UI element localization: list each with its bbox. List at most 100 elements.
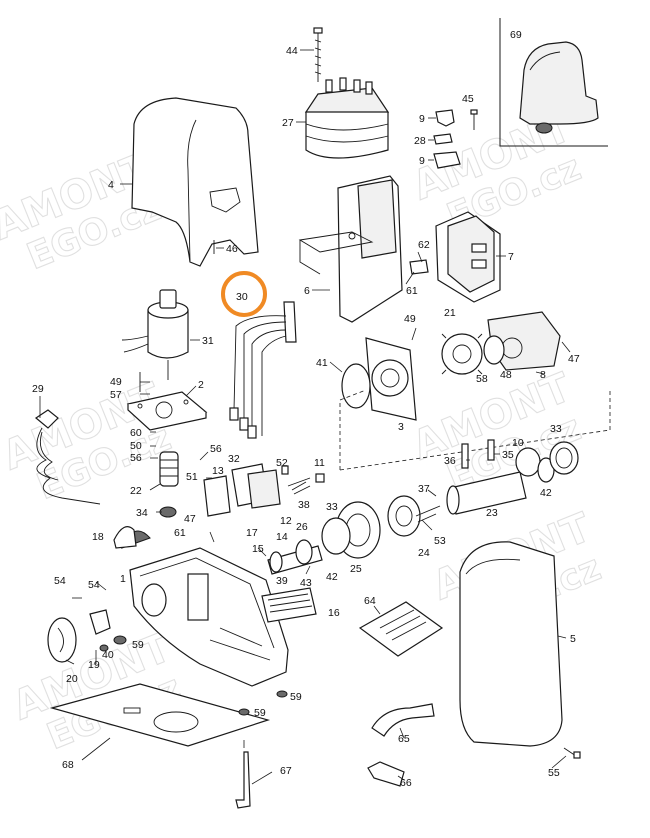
power-cable-29 bbox=[34, 409, 101, 505]
label-21: 21 bbox=[444, 307, 456, 319]
dashed-guide bbox=[339, 389, 611, 471]
label-67: 67 bbox=[280, 765, 292, 777]
label-22: 22 bbox=[130, 485, 142, 497]
label-28: 28 bbox=[414, 135, 426, 147]
label-2: 2 bbox=[198, 379, 204, 391]
coupling-22 bbox=[159, 451, 179, 518]
bracket-6 bbox=[298, 175, 403, 323]
label-54: 54 bbox=[54, 575, 66, 587]
label-33: 33 bbox=[550, 423, 562, 435]
cap-18 bbox=[113, 526, 137, 549]
label-30: 30 bbox=[236, 291, 248, 303]
label-55: 55 bbox=[548, 767, 560, 779]
label-49: 49 bbox=[110, 376, 122, 388]
control-board-7 bbox=[409, 211, 501, 303]
label-59: 59 bbox=[290, 691, 302, 703]
label-11: 11 bbox=[314, 457, 325, 469]
label-60: 60 bbox=[130, 427, 142, 439]
gear-flange-assembly bbox=[341, 311, 561, 421]
label-9: 9 bbox=[419, 113, 425, 125]
label-45: 45 bbox=[462, 93, 474, 105]
label-49: 49 bbox=[404, 313, 416, 325]
label-50: 50 bbox=[130, 440, 142, 452]
cover-5 bbox=[459, 541, 563, 747]
label-56: 56 bbox=[210, 443, 222, 455]
label-51: 51 bbox=[186, 471, 198, 483]
label-37: 37 bbox=[418, 483, 430, 495]
screw-55 bbox=[563, 747, 581, 759]
label-42: 42 bbox=[540, 487, 552, 499]
label-29: 29 bbox=[32, 383, 44, 395]
label-18: 18 bbox=[92, 531, 104, 543]
label-38: 38 bbox=[298, 499, 310, 511]
label-44: 44 bbox=[286, 45, 298, 57]
label-47: 47 bbox=[568, 353, 580, 365]
highlight-ring bbox=[221, 271, 267, 317]
label-58: 58 bbox=[476, 373, 488, 385]
label-40: 40 bbox=[102, 649, 114, 661]
part-labels: 44 27 9 45 28 9 69 4 46 6 62 7 61 30 31 … bbox=[32, 29, 580, 789]
label-36: 36 bbox=[444, 455, 456, 467]
label-42: 42 bbox=[326, 571, 338, 583]
label-27: 27 bbox=[282, 117, 294, 129]
label-13: 13 bbox=[212, 465, 224, 477]
label-66: 66 bbox=[400, 777, 412, 789]
label-43: 43 bbox=[300, 577, 312, 589]
inset-part-69 bbox=[499, 18, 608, 147]
release-key-66 bbox=[367, 761, 405, 787]
drive-shaft-23 bbox=[446, 439, 579, 515]
label-34: 34 bbox=[136, 507, 148, 519]
label-5: 5 bbox=[570, 633, 576, 645]
shaft-14-26 bbox=[267, 539, 323, 575]
label-33: 33 bbox=[326, 501, 338, 513]
label-56: 56 bbox=[130, 452, 142, 464]
screw-44 bbox=[313, 27, 323, 82]
label-23: 23 bbox=[486, 507, 498, 519]
small-clips bbox=[433, 109, 478, 169]
manual-64 bbox=[358, 601, 444, 657]
motor-31 bbox=[121, 289, 189, 380]
label-31: 31 bbox=[202, 335, 214, 347]
cover-4 bbox=[131, 97, 259, 267]
operator-housing-icon bbox=[519, 41, 599, 125]
release-knob-20 bbox=[47, 609, 127, 663]
label-46: 46 bbox=[226, 243, 238, 255]
label-57: 57 bbox=[110, 389, 122, 401]
label-3: 3 bbox=[398, 421, 404, 433]
label-64: 64 bbox=[364, 595, 376, 607]
label-54: 54 bbox=[88, 579, 100, 591]
label-68: 68 bbox=[62, 759, 74, 771]
label-53: 53 bbox=[434, 535, 446, 547]
release-key-65 bbox=[371, 703, 435, 737]
handle-knob-icon bbox=[535, 122, 553, 134]
anchor-rod-67 bbox=[235, 751, 251, 809]
label-25: 25 bbox=[350, 563, 362, 575]
label-52: 52 bbox=[276, 457, 288, 469]
label-62: 62 bbox=[418, 239, 430, 251]
label-47: 47 bbox=[184, 513, 196, 525]
plate-2 bbox=[126, 372, 208, 431]
transformer-27 bbox=[304, 77, 390, 159]
switch-assembly bbox=[203, 463, 325, 517]
label-61: 61 bbox=[174, 527, 186, 539]
inset-frame bbox=[499, 18, 608, 147]
leader-lines bbox=[39, 49, 571, 785]
gear-25 bbox=[321, 495, 441, 559]
label-69: 69 bbox=[510, 29, 522, 41]
label-9: 9 bbox=[419, 155, 425, 167]
label-16: 16 bbox=[328, 607, 340, 619]
label-24: 24 bbox=[418, 547, 430, 559]
wiring-harness-30 bbox=[221, 271, 297, 439]
label-26: 26 bbox=[296, 521, 308, 533]
label-12: 12 bbox=[280, 515, 292, 527]
label-19: 19 bbox=[88, 659, 100, 671]
base-housing-1 bbox=[121, 530, 317, 687]
label-8: 8 bbox=[540, 369, 546, 381]
label-59: 59 bbox=[254, 707, 266, 719]
label-39: 39 bbox=[276, 575, 288, 587]
label-59: 59 bbox=[132, 639, 144, 651]
label-32: 32 bbox=[228, 453, 240, 465]
base-plate-68 bbox=[49, 683, 288, 747]
label-15: 15 bbox=[252, 543, 264, 555]
